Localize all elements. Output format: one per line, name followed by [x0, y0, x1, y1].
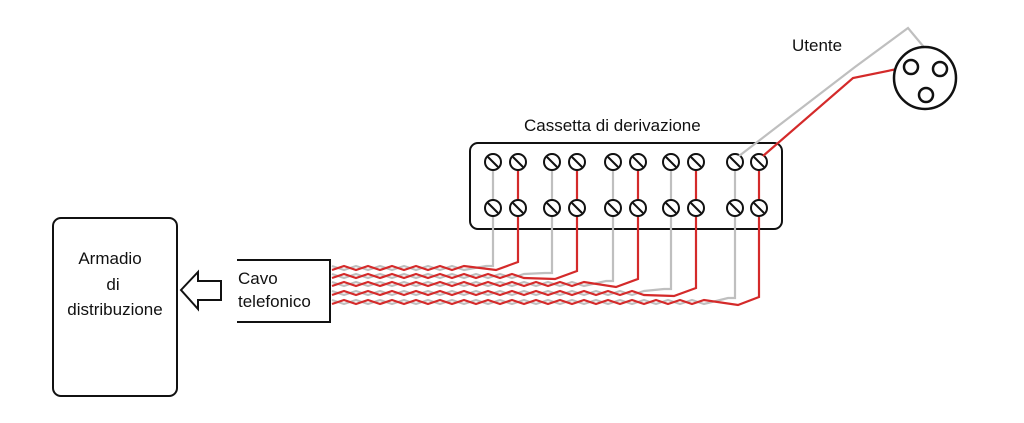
terminal-screw-icon: [629, 153, 647, 171]
terminal-screw-icon: [629, 199, 647, 217]
terminal-screw-icon: [568, 153, 586, 171]
terminal-screw-icon: [662, 153, 680, 171]
screw-slot: [665, 202, 677, 214]
cabinet-label-line1: Armadio: [78, 249, 141, 268]
grey-wire-5: [331, 210, 737, 306]
screw-slot: [487, 156, 499, 168]
screw-slot: [690, 202, 702, 214]
terminal-screw-icon: [750, 153, 768, 171]
telephone-cable-end: [237, 259, 331, 323]
red-wire-4: [331, 210, 698, 298]
screw-slot: [607, 202, 619, 214]
screw-slot: [487, 202, 499, 214]
cabinet-label-line2: di: [106, 275, 119, 294]
terminal-screw-icon: [687, 199, 705, 217]
terminal-screw-icon: [604, 199, 622, 217]
grey-wire-3: [331, 210, 615, 288]
socket-pin-bottom: [917, 86, 935, 104]
terminal-screw-icon: [509, 153, 527, 171]
terminal-screw-icon: [484, 199, 502, 217]
terminal-screw-icon: [543, 199, 561, 217]
screw-slot: [571, 202, 583, 214]
terminal-screw-icon: [750, 199, 768, 217]
distribution-cabinet-box: [52, 217, 178, 397]
terminal-block: [484, 153, 768, 217]
screw-slot: [753, 156, 765, 168]
terminal-screw-icon: [484, 153, 502, 171]
screw-slot: [632, 202, 644, 214]
terminal-screw-icon: [726, 199, 744, 217]
arrow-left-icon: [179, 269, 222, 312]
screw-slot: [665, 156, 677, 168]
socket-pin-left: [902, 58, 920, 76]
cable-label-line1: Cavo: [238, 269, 278, 288]
red-wire-2: [331, 210, 579, 281]
user-label: Utente: [792, 36, 842, 55]
screw-slot: [690, 156, 702, 168]
user-red-wire: [762, 65, 908, 157]
screw-slot: [546, 202, 558, 214]
terminal-screw-icon: [662, 199, 680, 217]
socket-pin-right: [931, 60, 949, 78]
terminal-screw-icon: [509, 199, 527, 217]
screw-slot: [512, 156, 524, 168]
screw-slot: [729, 202, 741, 214]
grey-wire-1: [331, 210, 495, 272]
red-wire-5: [331, 210, 761, 307]
red-wire-3: [331, 210, 640, 289]
junction-box-label: Cassetta di derivazione: [524, 116, 701, 135]
screw-slot: [729, 156, 741, 168]
terminal-screw-icon: [568, 199, 586, 217]
terminal-screw-icon: [726, 153, 744, 171]
screw-slot: [546, 156, 558, 168]
cable-label-line2: telefonico: [238, 292, 311, 311]
red-wire-1: [331, 210, 520, 272]
screw-slot: [753, 202, 765, 214]
screw-slot: [607, 156, 619, 168]
terminal-screw-icon: [543, 153, 561, 171]
terminal-screw-icon: [687, 153, 705, 171]
cabinet-label-line3: distribuzione: [67, 300, 162, 319]
screw-slot: [512, 202, 524, 214]
terminal-screw-icon: [604, 153, 622, 171]
screw-slot: [632, 156, 644, 168]
screw-slot: [571, 156, 583, 168]
